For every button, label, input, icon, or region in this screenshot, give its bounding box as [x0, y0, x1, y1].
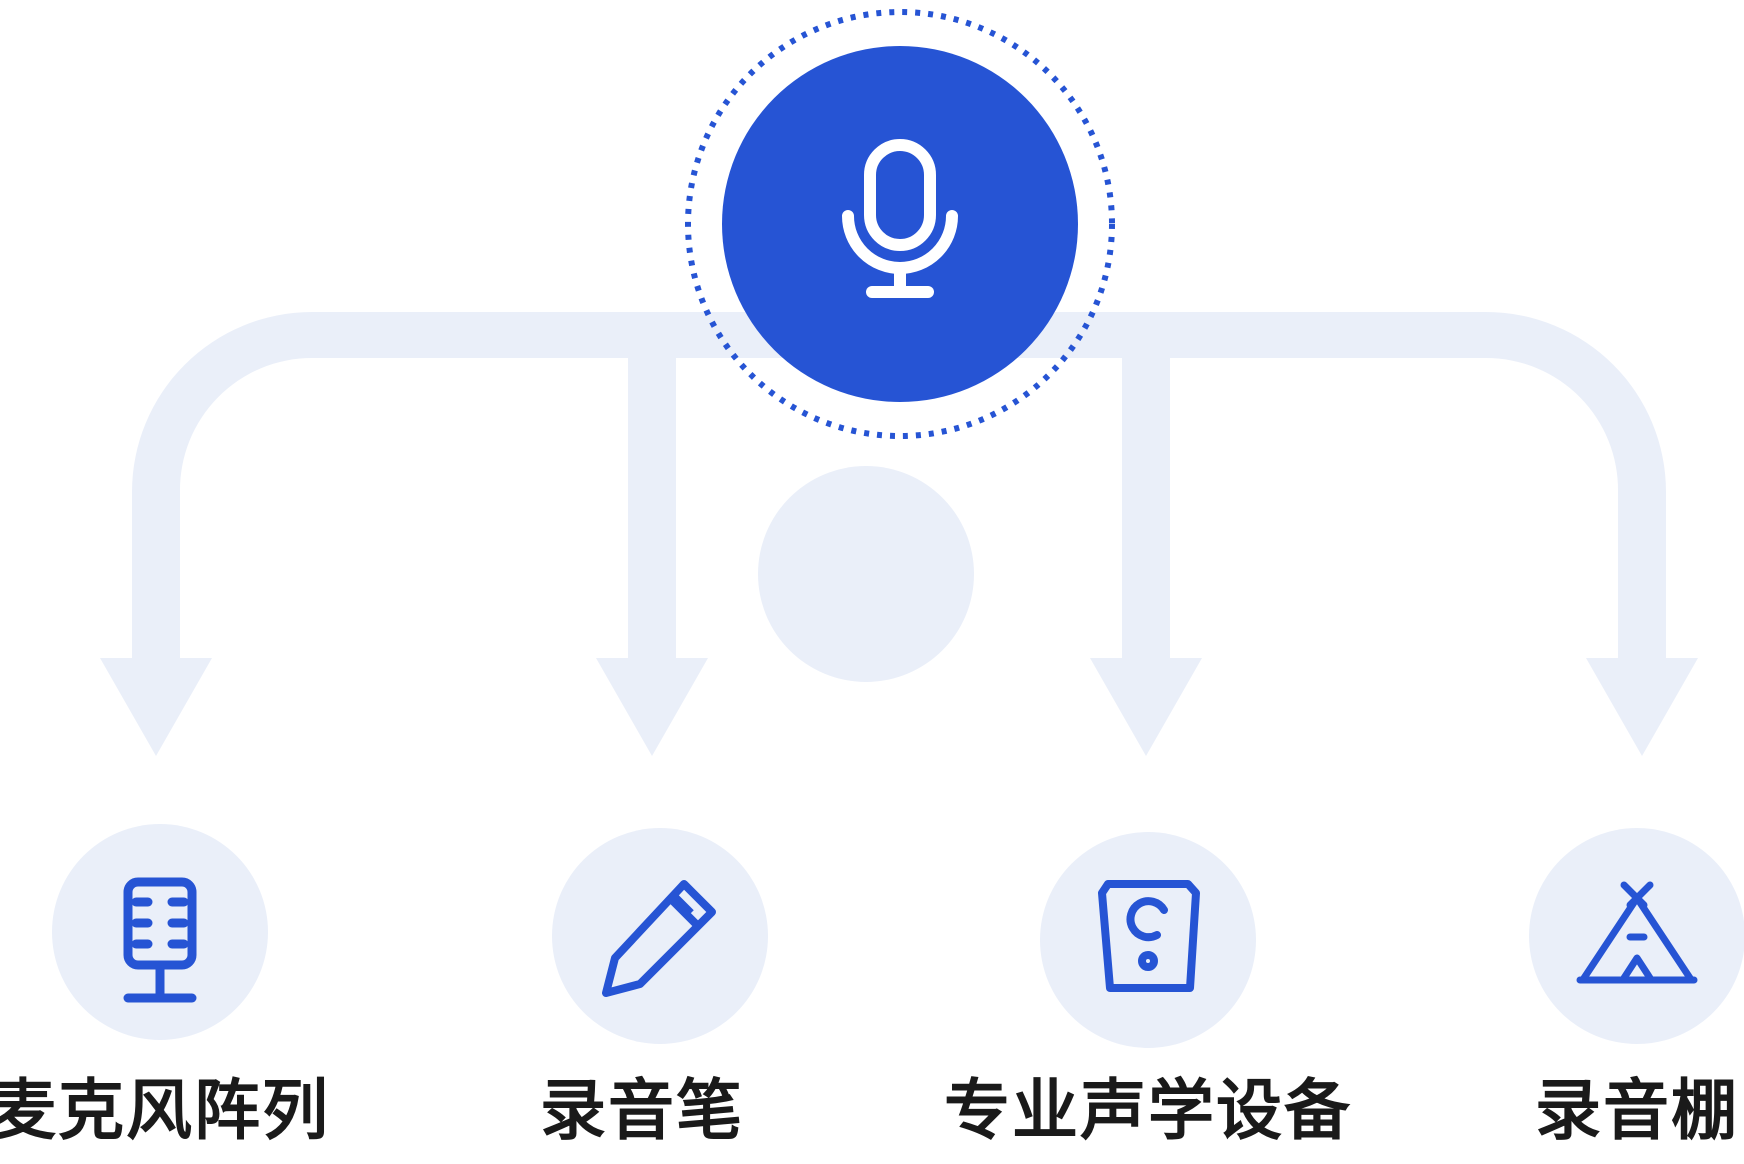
decorative-circle [758, 466, 974, 682]
arrowhead-4 [1586, 658, 1698, 756]
arrowhead-2 [596, 658, 708, 756]
branch-circle-2 [552, 828, 768, 1044]
branch-label-3: 专业声学设备 [944, 1072, 1352, 1149]
recording-studio-tent-icon [1576, 881, 1698, 984]
center-node [685, 9, 1115, 439]
arrowhead-3 [1090, 658, 1202, 756]
connector-stem-2 [628, 340, 676, 660]
microphone-array-icon [123, 877, 197, 1003]
connector-stem-3 [1122, 340, 1170, 660]
branch-node-1 [52, 824, 268, 1040]
branch-label-1: 麦克风阵列 [0, 1072, 330, 1149]
acoustic-device-icon [1098, 880, 1200, 992]
branch-circle-1 [52, 824, 268, 1040]
center-circle [722, 46, 1078, 402]
recording-pen-icon [602, 880, 716, 997]
branch-node-4 [1529, 828, 1744, 1044]
arrowhead-1 [100, 658, 212, 756]
microphone-icon [842, 139, 958, 298]
branch-label-2: 录音笔 [540, 1072, 744, 1149]
branch-node-3 [1040, 832, 1256, 1048]
connector-trunk [132, 312, 1666, 660]
center-dotted-ring [685, 9, 1115, 439]
connectors [100, 312, 1698, 756]
branch-label-4: 录音棚 [1535, 1072, 1739, 1149]
branch-node-2 [552, 828, 768, 1044]
